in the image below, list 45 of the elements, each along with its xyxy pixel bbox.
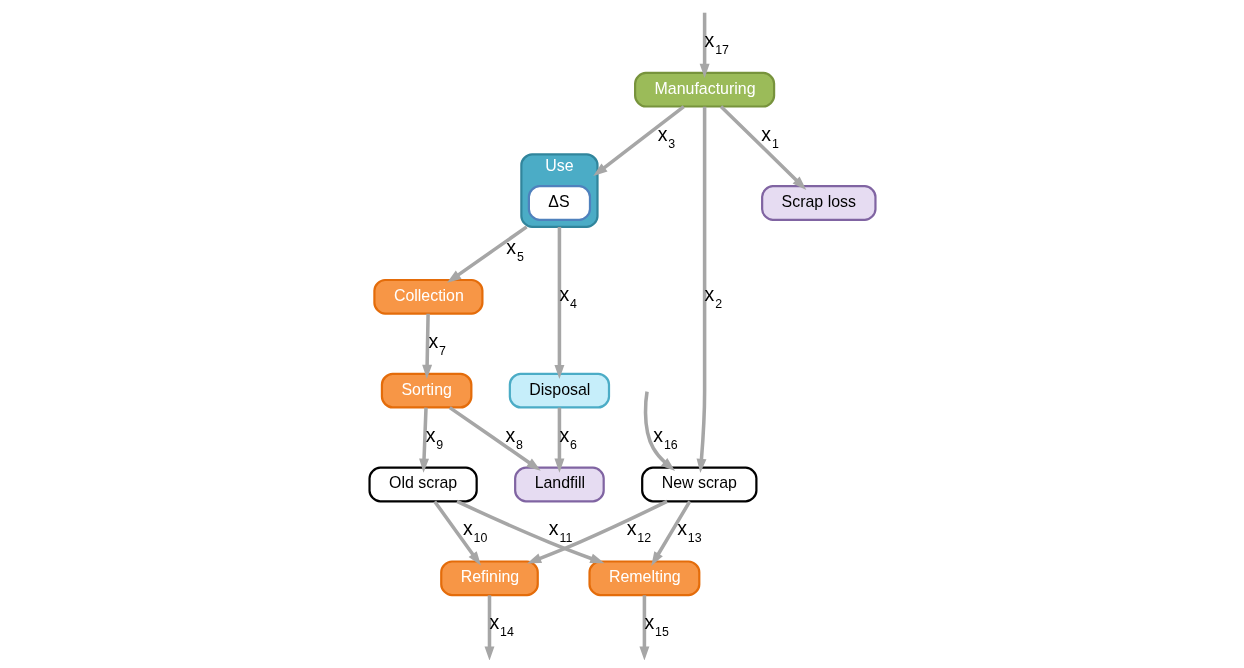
node-box: Manufacturing: [633, 71, 775, 108]
edge-label: x$_{1}$: [760, 122, 779, 151]
arrow: [699, 12, 710, 79]
arrow: [418, 407, 429, 473]
node-box: Scrap loss: [760, 185, 877, 221]
edge-label: x$_{5}$: [505, 235, 524, 264]
arrow: [484, 595, 494, 660]
arrow: [696, 106, 706, 473]
node-box: Old scrap: [367, 466, 478, 503]
node-box: Sorting: [380, 372, 472, 409]
arrow: [553, 407, 564, 473]
edge-label: x$_{4}$: [558, 282, 577, 311]
edge-label: x$_{15}$: [643, 611, 669, 640]
arrow: [719, 105, 806, 190]
edge-label: x$_{13}$: [676, 517, 702, 546]
edge-label: x$_{7}$: [427, 329, 446, 358]
arrow: [553, 226, 564, 380]
arrow: [446, 225, 528, 283]
edge-label: x$_{12}$: [626, 517, 651, 546]
arrow: [455, 499, 604, 564]
arrow: [650, 500, 691, 566]
node-box: Refining: [439, 560, 539, 597]
node-box: Disposal: [508, 372, 610, 409]
arrow: [638, 595, 649, 660]
arrow: [592, 105, 685, 177]
arrow: [448, 406, 541, 471]
arrow: [421, 313, 432, 379]
node-box: New scrap: [640, 466, 757, 503]
arrow: [432, 500, 481, 566]
arrow: [526, 499, 668, 564]
node-box: ΔS: [527, 185, 591, 221]
edge-label: x$_{14}$: [488, 611, 514, 640]
edge-label: x$_{8}$: [504, 423, 523, 452]
edge-label: x$_{2}$: [704, 282, 722, 311]
edge-label: x$_{16}$: [652, 423, 678, 452]
node-box: Collection: [372, 278, 483, 315]
edge-label: x$_{6}$: [558, 423, 577, 452]
node-box: Remelting: [587, 560, 700, 597]
edge-label: x$_{9}$: [425, 423, 443, 452]
arrow: [643, 391, 675, 471]
edge-label: x$_{11}$: [548, 517, 572, 546]
edge-label: x$_{10}$: [462, 517, 487, 546]
node-box: Landfill: [513, 466, 605, 503]
edge-label: x$_{17}$: [704, 28, 729, 57]
edge-label: x$_{3}$: [657, 122, 675, 151]
